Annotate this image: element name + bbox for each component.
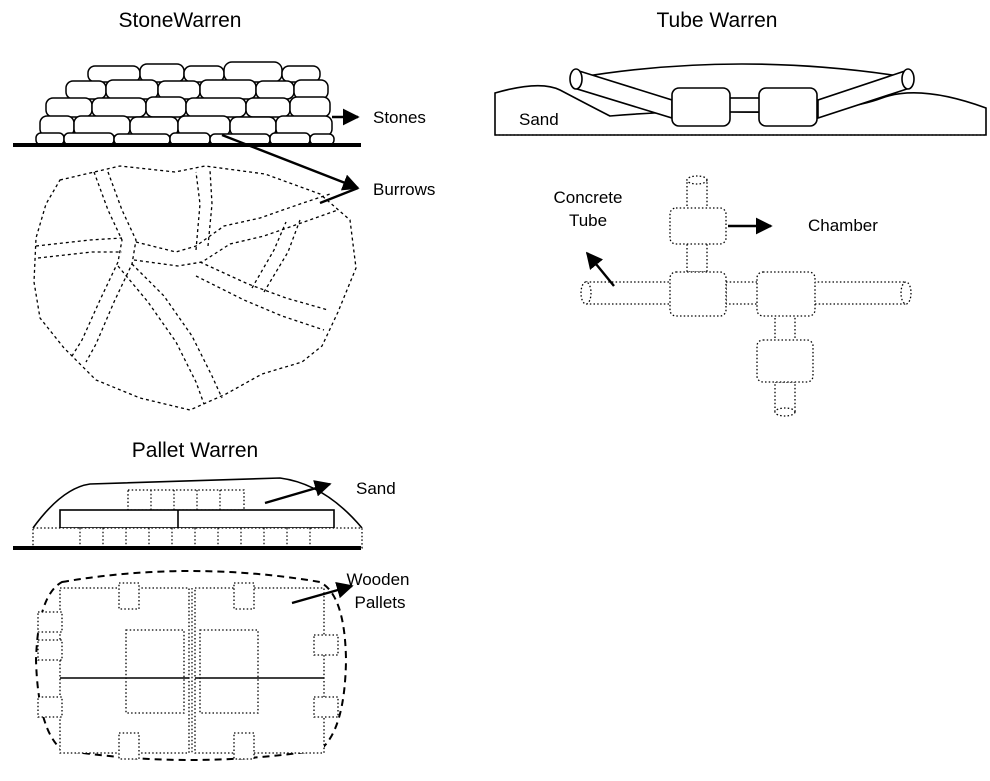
burrows-arrow-lower (319, 186, 359, 205)
pallet-warren-panel: Pallet Warren (13, 439, 410, 761)
pallet-warren-side-view (32, 477, 363, 549)
tube-warren-side-view (494, 63, 987, 136)
stone-wall-side-view (35, 61, 335, 146)
concrete-tube-arrow (585, 251, 615, 287)
stones-label: Stones (373, 108, 426, 127)
concrete-label-line2: Tube (569, 211, 607, 230)
burrow-plan-outline (33, 165, 357, 411)
pallet-warren-plan-view (34, 570, 348, 761)
wooden-pallets-arrow (291, 582, 354, 605)
pallet-warren-title: Pallet Warren (132, 439, 258, 462)
wooden-label-line1: Wooden (346, 570, 409, 589)
pallet-sand-arrow (264, 480, 332, 505)
burrow-tunnels (35, 169, 339, 405)
stone-warren-title: StoneWarren (119, 9, 242, 32)
burrows-arrow-upper (221, 133, 360, 191)
pallet-sand-label: Sand (356, 479, 396, 498)
tube-warren-plan-view (580, 175, 912, 417)
wooden-label-line2: Pallets (354, 593, 405, 612)
concrete-label-line1: Concrete (554, 188, 623, 207)
tube-warren-title: Tube Warren (657, 9, 778, 32)
chamber-label: Chamber (808, 216, 878, 235)
tube-warren-panel: Tube Warren Sand (494, 9, 987, 417)
burrows-label: Burrows (373, 180, 435, 199)
stone-warren-panel: StoneWarren (13, 9, 435, 411)
tube-sand-label: Sand (519, 110, 559, 129)
